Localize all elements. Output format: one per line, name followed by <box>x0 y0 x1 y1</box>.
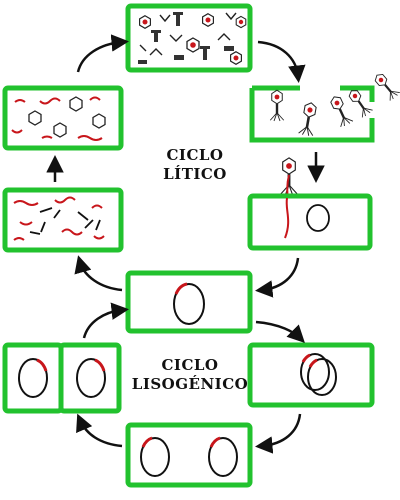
lysogenic-label-line1: CICLO <box>161 356 219 374</box>
lysogenic-cycle-label: CICLO LISOGÉNICO <box>120 356 260 394</box>
arrow-replication-to-dividing <box>255 413 302 454</box>
lysogenic-label-line2: LISOGÉNICO <box>131 374 249 393</box>
cell-integration <box>125 270 253 334</box>
cell-replication <box>247 342 375 408</box>
phage-parts <box>138 12 247 65</box>
lytic-label-line1: CICLO <box>166 146 224 164</box>
cell-lysis-release <box>249 70 400 143</box>
cell-dividing <box>125 422 253 488</box>
cycle-arrows <box>46 34 325 454</box>
arrow-divided-to-integration <box>82 302 129 339</box>
arrow-dividing-to-divided <box>76 413 123 448</box>
arrow-integration-to-replication <box>255 320 305 343</box>
arrow-assembly-to-assembled <box>76 34 129 73</box>
arrow-integration-to-replication-lytic <box>74 255 123 292</box>
cell-dna-replication <box>2 187 124 253</box>
cell-capsid-assembly <box>2 85 124 151</box>
cell-assembled-phages <box>125 3 253 73</box>
arrow-infection-to-integration <box>255 257 300 298</box>
lytic-cycle-label: CICLO LÍTICO <box>135 146 255 184</box>
cells-divided <box>2 342 122 414</box>
lytic-label-line2: LÍTICO <box>163 164 227 183</box>
cell-infection <box>247 193 373 251</box>
arrow-assembled-to-lysis <box>257 40 306 83</box>
